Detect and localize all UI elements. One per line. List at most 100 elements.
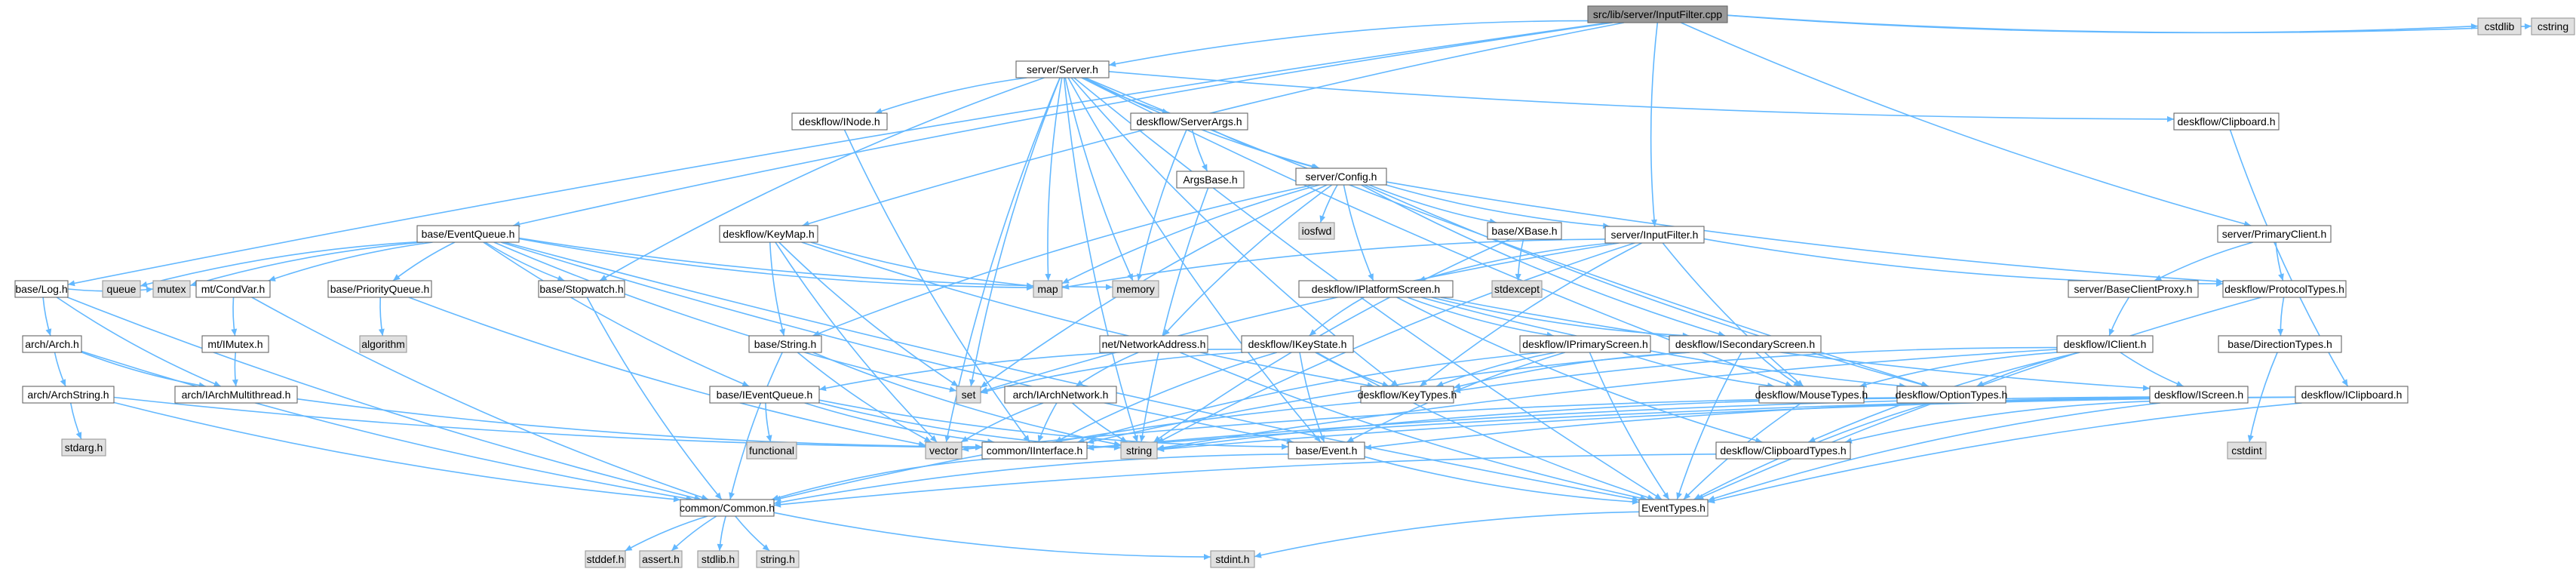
node-label: deskflow/IClipboard.h [2301, 389, 2403, 401]
node-label: cstring [2538, 20, 2568, 32]
node-label: memory [1116, 283, 1155, 295]
node-stdexcept: stdexcept [1491, 280, 1543, 298]
edge-arrowhead-iprimaryscreen-to-eventtypes [1663, 492, 1669, 500]
node-config[interactable]: server/Config.h [1295, 168, 1387, 186]
edge-arrowhead-event_h-to-eventtypes [1632, 498, 1639, 505]
edge-arrowhead-iprimaryscreen-to-event_h [1346, 436, 1355, 442]
node-box [1487, 222, 1562, 240]
node-iinterface[interactable]: common/IInterface.h [981, 441, 1088, 460]
node-root[interactable]: src/lib/server/InputFilter.cpp [1587, 5, 1728, 23]
node-keytypes[interactable]: deskflow/KeyTypes.h [1358, 386, 1457, 404]
node-netaddr[interactable]: net/NetworkAddress.h [1099, 335, 1208, 353]
node-protocoltypes[interactable]: deskflow/ProtocolTypes.h [2222, 280, 2347, 298]
node-xbase[interactable]: base/XBase.h [1487, 222, 1562, 240]
edge-iclipboard-to-string [1156, 396, 2296, 450]
node-box [1519, 335, 1651, 353]
node-box [1896, 386, 2006, 404]
node-label: deskflow/ServerArgs.h [1136, 115, 1242, 128]
node-box [746, 441, 797, 460]
edge-keymap-to-map [810, 241, 1034, 288]
edge-arrowhead-archstring-to-stdarg [75, 432, 82, 439]
edge-arrowhead-optiontypes-to-eventtypes [1693, 494, 1702, 500]
node-cstring: cstring [2531, 17, 2575, 35]
edge-iclient-to-optiontypes [1976, 352, 2080, 387]
node-label: stddef.h [587, 553, 625, 565]
edge-arrowhead-ieventqueue-to-string [1113, 444, 1121, 450]
node-box [2222, 280, 2347, 298]
node-iplatformscreen[interactable]: deskflow/IPlatformScreen.h [1298, 280, 1454, 298]
node-common[interactable]: common/Common.h [680, 499, 775, 517]
node-label: cstdint [2231, 444, 2262, 457]
node-keymap[interactable]: deskflow/KeyMap.h [719, 225, 818, 243]
edge-arrowhead-log-to-iarchmultithread [213, 380, 221, 387]
node-argsbase[interactable]: ArgsBase.h [1176, 171, 1245, 189]
node-serverargs[interactable]: deskflow/ServerArgs.h [1130, 112, 1248, 131]
edge-arrowhead-log-to-mutex [146, 286, 153, 293]
node-iarchnetwork[interactable]: arch/IArchNetwork.h [1004, 386, 1117, 404]
node-label: deskflow/IKeyState.h [1248, 338, 1347, 350]
node-iscreen[interactable]: deskflow/IScreen.h [2149, 386, 2249, 404]
node-iclient[interactable]: deskflow/IClient.h [2056, 335, 2154, 353]
edge-arrowhead-iclient-to-keytypes [1454, 387, 1461, 394]
edge-inputfilter-to-string [1156, 242, 1635, 444]
node-box [756, 550, 800, 568]
node-label: deskflow/ClipboardTypes.h [1720, 444, 1846, 457]
node-eventtypes[interactable]: EventTypes.h [1638, 499, 1709, 517]
edge-eventqueue-to-eventtypes [504, 241, 1640, 501]
edge-server_h-to-map [1047, 77, 1063, 281]
edge-arrowhead-isecondaryscreen-to-eventtypes [1676, 492, 1682, 500]
edge-primaryclient-to-baseclientproxy [2154, 241, 2254, 281]
node-isecondaryscreen[interactable]: deskflow/ISecondaryScreen.h [1669, 335, 1822, 353]
edge-arrowhead-common-to-stdlib [717, 543, 723, 551]
node-iclipboard[interactable]: deskflow/IClipboard.h [2295, 386, 2409, 404]
node-box [2218, 335, 2342, 353]
edge-arrowhead-condvar-to-common [701, 494, 709, 500]
node-iprimaryscreen[interactable]: deskflow/IPrimaryScreen.h [1519, 335, 1651, 353]
node-primaryclient[interactable]: server/PrimaryClient.h [2217, 225, 2332, 243]
node-condvar[interactable]: mt/CondVar.h [195, 280, 271, 298]
edge-arrowhead-isecondaryscreen-to-mousetypes [1793, 380, 1801, 386]
node-baseclientproxy[interactable]: server/BaseClientProxy.h [2068, 280, 2199, 298]
node-label: base/PriorityQueue.h [330, 283, 430, 295]
node-imutex[interactable]: mt/IMutex.h [201, 335, 269, 353]
edge-config-to-protocoltypes [1386, 181, 2224, 283]
edge-stopwatch-to-common [586, 297, 723, 500]
node-label: base/Log.h [15, 283, 67, 295]
node-label: base/Event.h [1296, 444, 1358, 457]
node-eventqueue[interactable]: base/EventQueue.h [416, 225, 520, 243]
node-archstring[interactable]: arch/ArchString.h [22, 386, 115, 404]
edge-arch_h-to-iarchmultithread [81, 351, 207, 387]
node-memory: memory [1112, 280, 1159, 298]
node-server_h[interactable]: server/Server.h [1015, 60, 1110, 78]
edge-keymap-to-keytypes [801, 241, 1374, 387]
edge-arch_h-to-common [81, 350, 693, 500]
edge-arrowhead-baseclientproxy-to-iclient [2108, 328, 2115, 336]
node-arch_h[interactable]: arch/Arch.h [22, 335, 82, 353]
edge-config-to-netaddr [1162, 184, 1333, 337]
node-box [1758, 386, 1865, 404]
node-mousetypes[interactable]: deskflow/MouseTypes.h [1755, 386, 1868, 404]
node-label: base/String.h [754, 338, 817, 350]
node-event_h[interactable]: base/Event.h [1288, 441, 1365, 460]
node-ikeystate[interactable]: deskflow/IKeyState.h [1241, 335, 1354, 353]
node-string_h[interactable]: base/String.h [748, 335, 822, 353]
node-directiontypes[interactable]: base/DirectionTypes.h [2218, 335, 2342, 353]
edge-arrowhead-eventqueue-to-stopwatch [557, 275, 565, 281]
node-optiontypes[interactable]: deskflow/OptionTypes.h [1896, 386, 2008, 404]
node-inputfilter[interactable]: server/InputFilter.h [1604, 226, 1705, 244]
edge-config-to-set [980, 184, 1328, 389]
node-stopwatch[interactable]: base/Stopwatch.h [538, 280, 625, 298]
node-ieventqueue[interactable]: base/IEventQueue.h [709, 386, 820, 404]
node-inode[interactable]: deskflow/INode.h [791, 112, 888, 131]
node-box [1491, 280, 1543, 298]
node-clipboardtypes[interactable]: deskflow/ClipboardTypes.h [1715, 441, 1851, 460]
node-box [152, 280, 191, 298]
node-priorityqueue[interactable]: base/PriorityQueue.h [327, 280, 432, 298]
node-mutex: mutex [152, 280, 191, 298]
node-clipboard[interactable]: deskflow/Clipboard.h [2173, 112, 2280, 131]
node-log[interactable]: base/Log.h [14, 280, 69, 298]
edge-common-to-assert [671, 515, 717, 552]
node-iarchmultithread[interactable]: arch/IArchMultithread.h [174, 386, 298, 404]
node-label: common/Common.h [680, 502, 775, 514]
node-box [1604, 226, 1705, 244]
